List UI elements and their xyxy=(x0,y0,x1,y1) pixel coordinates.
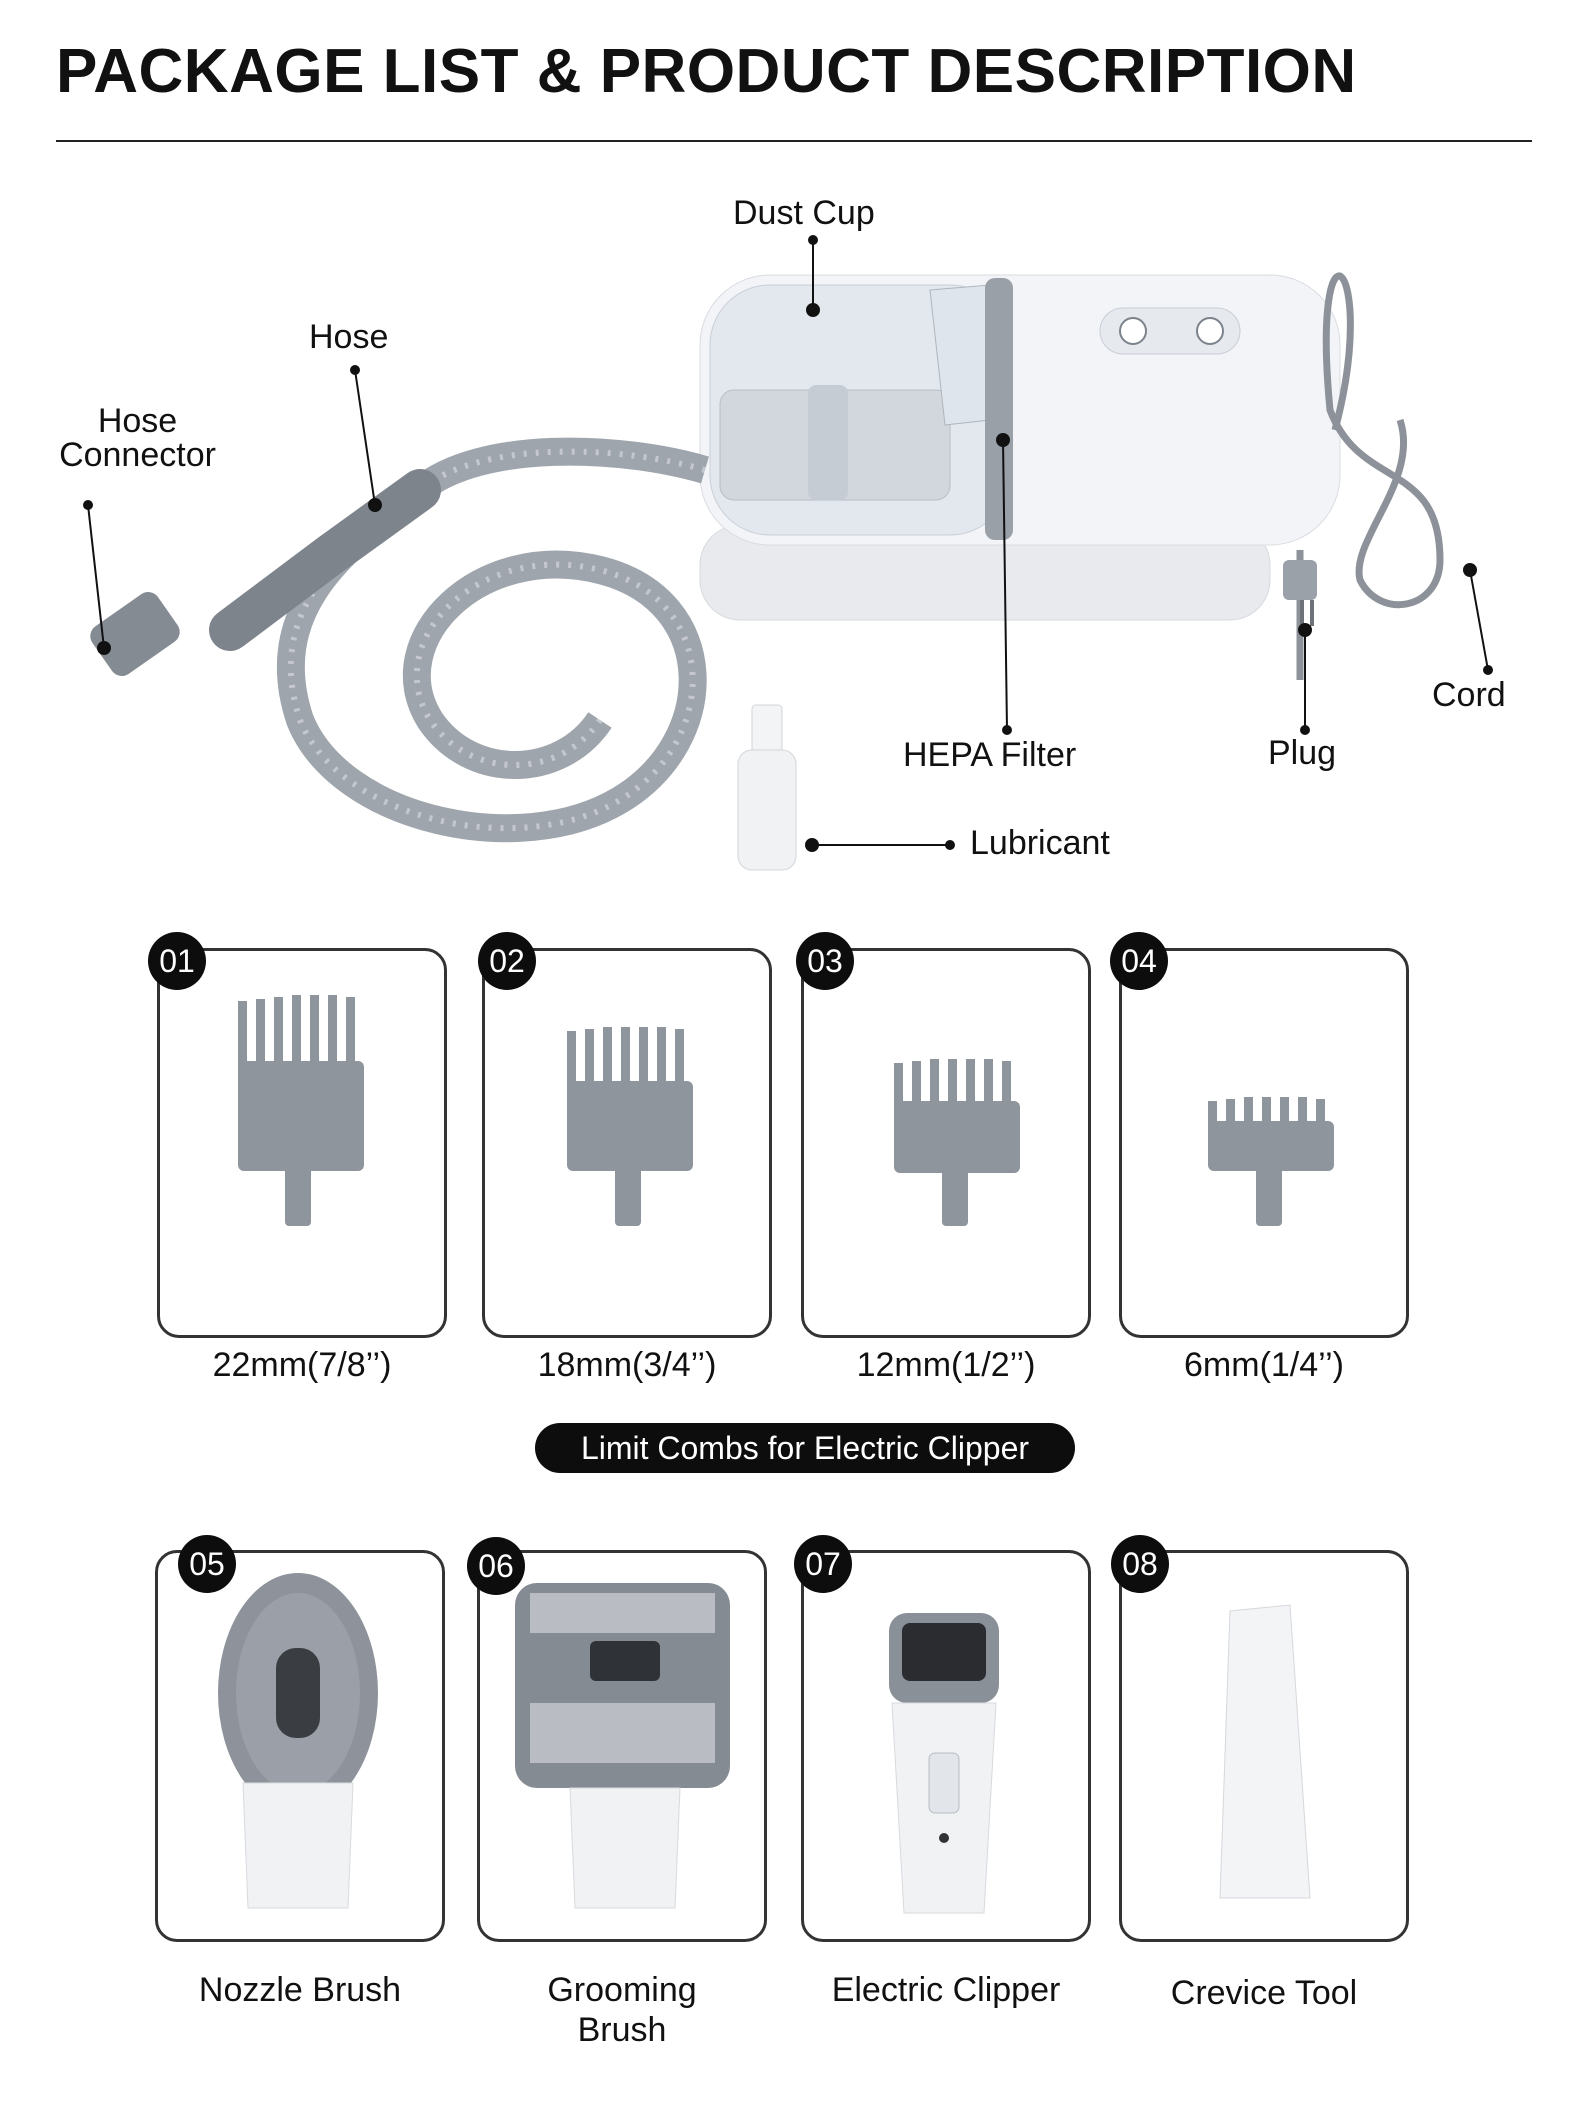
badge-06: 06 xyxy=(467,1537,525,1595)
comb-caption-01: 22mm(7/8’’) xyxy=(212,1346,392,1384)
comb-caption-04: 6mm(1/4’’) xyxy=(1184,1346,1344,1384)
product-diagram: Dust Cup Hose Hose Connector HEPA Filter… xyxy=(0,160,1592,920)
callout-hose-connector: Hose Connector xyxy=(50,404,225,472)
nozzle-brush-image xyxy=(218,1573,378,1909)
limit-comb-6mm-image xyxy=(1208,1097,1334,1226)
electric-clipper-image xyxy=(889,1613,999,1914)
badge-08: 08 xyxy=(1111,1535,1169,1593)
vacuum-illustration xyxy=(83,235,1493,871)
accessory-caption-06-line2: Brush xyxy=(577,2011,667,2049)
accessory-caption-08-line1: Crevice Tool xyxy=(1170,1974,1358,2012)
accessory-card-07 xyxy=(801,1550,1091,1942)
badge-07: 07 xyxy=(794,1535,852,1593)
comb-card-01 xyxy=(157,948,447,1338)
accessory-caption-07: Electric Clipper xyxy=(801,1970,1091,2010)
callout-hose-connector-line2: Connector xyxy=(59,436,216,474)
badge-03: 03 xyxy=(796,932,854,990)
limit-comb-22mm-image xyxy=(238,995,364,1226)
page-title: PACKAGE LIST & PRODUCT DESCRIPTION xyxy=(56,37,1357,106)
callout-dust-cup: Dust Cup xyxy=(733,194,875,232)
grooming-brush-image xyxy=(515,1583,730,1909)
callout-cord: Cord xyxy=(1432,676,1506,714)
comb-card-03 xyxy=(801,948,1091,1338)
accessory-card-08 xyxy=(1119,1550,1409,1942)
comb-caption-03: 12mm(1/2’’) xyxy=(856,1346,1036,1384)
callout-plug: Plug xyxy=(1268,734,1337,772)
callout-lubricant: Lubricant xyxy=(970,824,1110,862)
accessory-caption-06: Grooming Brush xyxy=(477,1970,767,2050)
accessory-caption-06-line1: Grooming xyxy=(547,1971,697,2009)
badge-04: 04 xyxy=(1110,932,1168,990)
accessory-caption-08: Crevice Tool xyxy=(1119,1973,1409,2013)
accessory-caption-05-line1: Nozzle Brush xyxy=(198,1971,402,2009)
accessory-caption-05: Nozzle Brush xyxy=(155,1970,445,2010)
callout-hose: Hose xyxy=(309,318,389,356)
limit-comb-18mm-image xyxy=(567,1027,693,1226)
accessory-card-05 xyxy=(155,1550,445,1942)
title-divider xyxy=(56,140,1532,142)
limit-comb-12mm-image xyxy=(894,1059,1020,1226)
comb-caption-02: 18mm(3/4’’) xyxy=(537,1346,717,1384)
badge-05: 05 xyxy=(178,1535,236,1593)
accessory-card-06 xyxy=(477,1550,767,1942)
accessory-caption-07-line1: Electric Clipper xyxy=(831,1971,1061,2009)
crevice-tool-image xyxy=(1219,1604,1311,1899)
comb-card-02 xyxy=(482,948,772,1338)
badge-01: 01 xyxy=(148,932,206,990)
callout-hepa-filter: HEPA Filter xyxy=(903,736,1077,774)
callout-hose-connector-line1: Hose xyxy=(97,402,178,440)
comb-card-04 xyxy=(1119,948,1409,1338)
combs-section-label: Limit Combs for Electric Clipper xyxy=(535,1423,1075,1473)
badge-02: 02 xyxy=(478,932,536,990)
